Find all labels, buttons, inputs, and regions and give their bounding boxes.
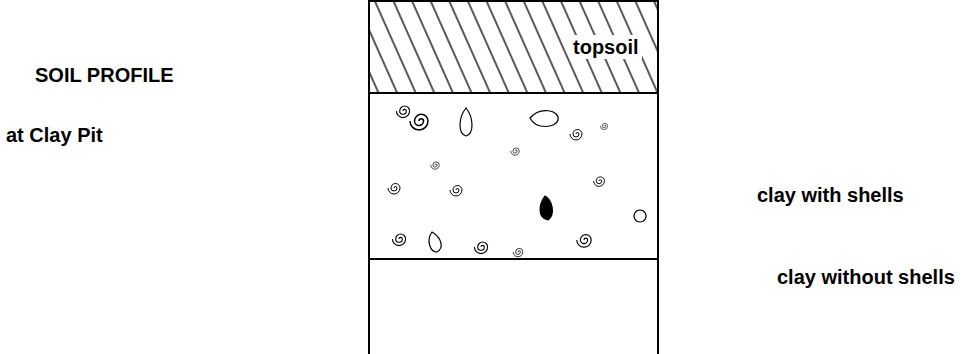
topsoil-band: topsoil: [368, 0, 659, 92]
clay-band: clay with shells: [368, 92, 659, 258]
subtitle-label: at Clay Pit: [6, 123, 103, 147]
topsoil-hatching: [369, 1, 657, 92]
diagram-title: SOIL PROFILE: [35, 63, 174, 87]
clay-base-band: clay without shells: [368, 258, 659, 354]
layer-label: clay without shells: [777, 265, 955, 289]
layer-label: clay with shells: [757, 183, 904, 207]
layer-label: topsoil: [570, 35, 642, 59]
shells: [388, 106, 646, 257]
